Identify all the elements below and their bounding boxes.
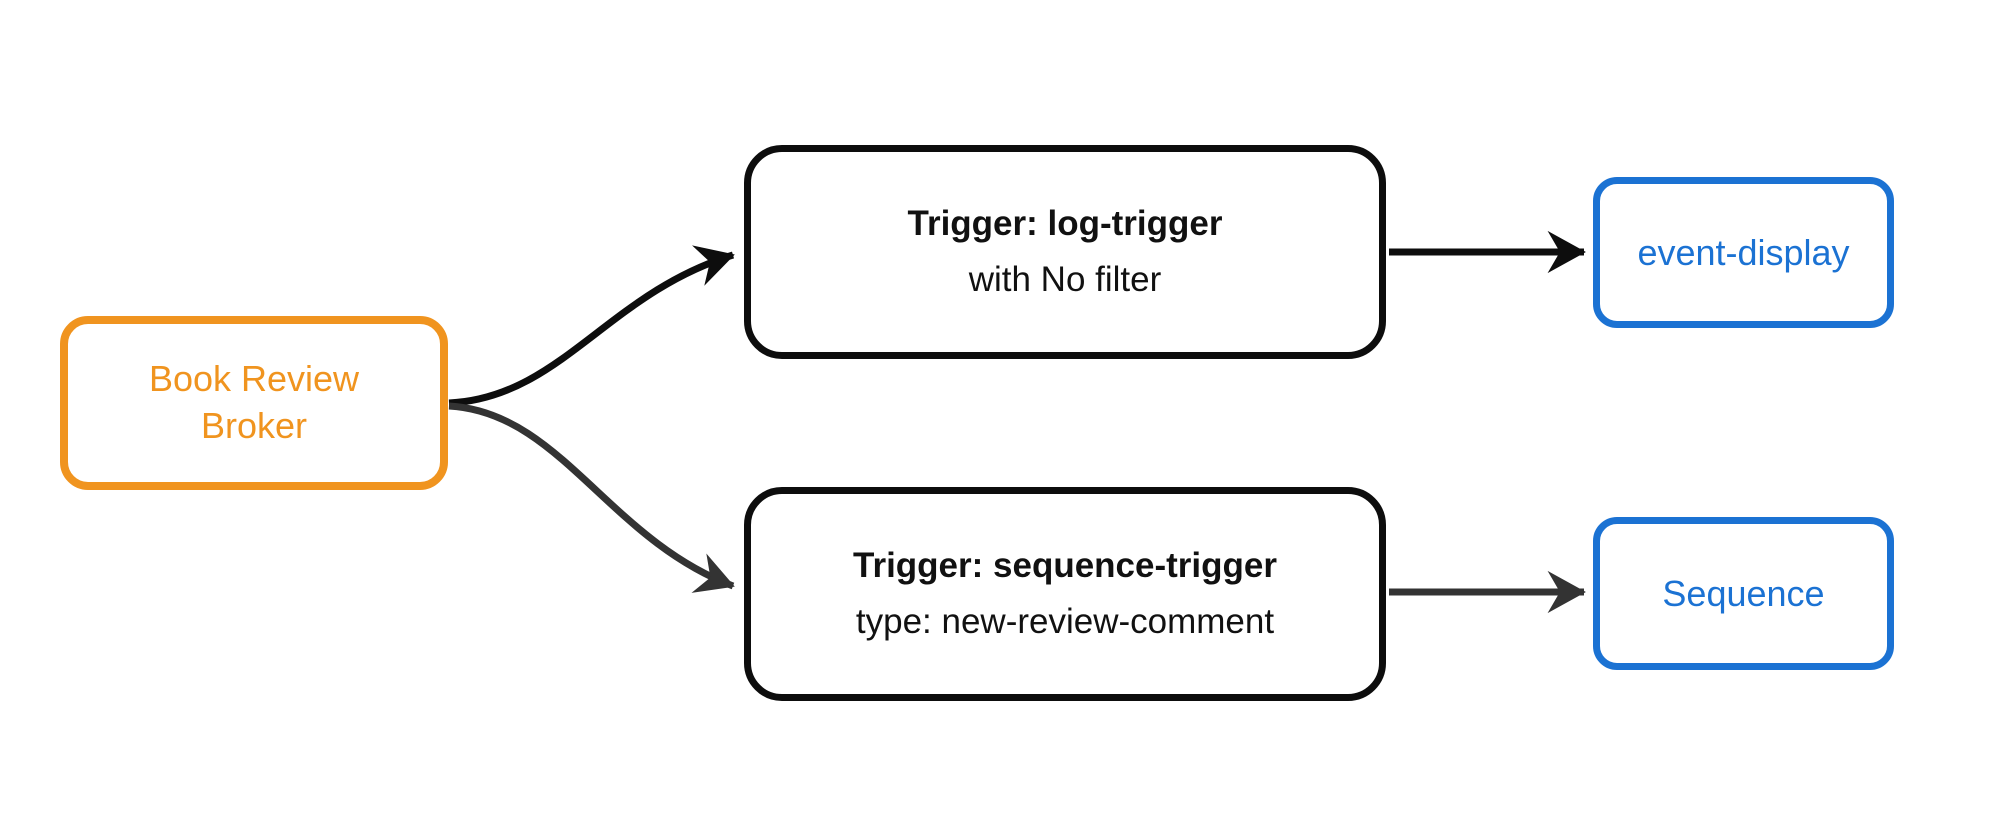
node-book-review-broker: Book Review Broker — [60, 316, 448, 490]
node-event-display: event-display — [1593, 177, 1894, 328]
broker-label-line2: Broker — [200, 405, 308, 446]
log-trigger-title: Trigger: log-trigger — [907, 204, 1223, 243]
node-sequence-trigger: Trigger: sequence-trigger type: new-revi… — [744, 487, 1386, 701]
node-sequence: Sequence — [1593, 517, 1894, 670]
event-display-label: event-display — [1637, 231, 1850, 273]
sequence-trigger-subtitle: type: new-review-comment — [855, 602, 1275, 641]
broker-label-line1: Book Review — [148, 358, 360, 400]
log-trigger-subtitle: with No filter — [968, 260, 1162, 299]
edge-broker-to-sequence-trigger — [448, 402, 735, 593]
edge-broker-to-log-trigger — [448, 245, 735, 407]
sequence-trigger-title: Trigger: sequence-trigger — [853, 546, 1277, 585]
sequence-label: Sequence — [1662, 572, 1825, 614]
node-log-trigger: Trigger: log-trigger with No filter — [744, 145, 1386, 359]
